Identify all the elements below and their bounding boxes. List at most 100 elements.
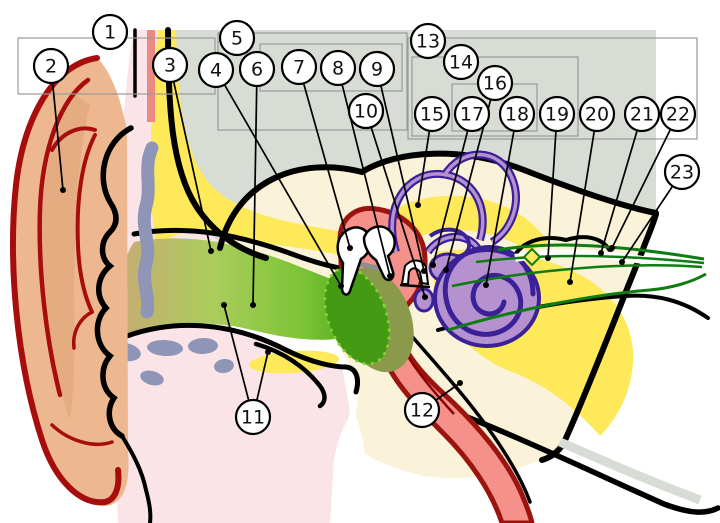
leader-dot-11 [265,349,271,355]
leader-line-11 [223,304,254,418]
concha-hook [71,310,94,350]
callout-circle-18 [498,95,536,133]
leader-line-18 [485,113,518,286]
leader-dot-7 [347,245,353,251]
leader-dot-2 [60,187,66,193]
cochlear-nerve-sheath [447,272,707,332]
leader-dot-4 [338,283,344,289]
callout-18: 18 [498,95,536,133]
callout-circle-9 [358,50,396,88]
canal-bone-yellow [150,30,360,258]
outer-ear-layer [10,28,234,523]
leader-line-21 [600,113,643,254]
ear-canal-lumen [116,238,364,340]
antihelix-ridge [75,133,97,314]
lobule-crease [50,423,114,446]
callout-number-15: 15 [420,104,444,126]
callout-17: 17 [453,95,491,133]
leader-lines-layer [50,64,683,418]
antihelix-fork [50,126,97,152]
canal-floor-inner-outline [253,341,327,409]
stapes-footplate [399,283,431,289]
petrous-right-outline [539,211,659,463]
eardrum-dotted-ring [323,266,391,366]
cartilage-blob-4 [140,370,164,386]
helix-rim-outline [10,55,122,506]
pinna-shading [41,95,90,420]
callout-number-3: 3 [164,55,176,77]
callout-number-14: 14 [449,52,473,74]
group-box-labyrinth-group [411,56,579,137]
tragus-wavy-outline [94,125,134,439]
cartilage-blob-5 [214,358,234,374]
callout-circle-22 [659,95,697,133]
vestibular-nerve-line [475,254,705,265]
callout-7: 7 [280,48,318,86]
callout-number-9: 9 [371,59,383,81]
leader-line-9 [376,68,425,272]
canal-floor-outline [109,322,361,395]
callout-number-4: 4 [210,60,222,82]
callout-8: 8 [319,49,357,87]
callout-5: 5 [218,19,256,57]
callout-circle-16 [476,64,514,102]
facial-nerve-line [497,243,705,261]
leader-dot-23 [619,259,625,265]
leader-line-22 [611,113,679,249]
leader-dot-21 [598,250,604,256]
helix-inner-ridge [37,77,91,398]
callout-circle-14 [442,43,480,81]
leader-dot-17 [430,262,436,268]
callout-12: 12 [403,391,441,429]
callout-number-6: 6 [251,59,263,81]
callout-number-1: 1 [104,22,116,44]
callout-circle-20 [578,95,616,133]
callout-6: 6 [238,50,276,88]
leader-line-17 [432,113,473,266]
callout-number-22: 22 [666,104,690,126]
round-window [413,287,435,313]
callout-20: 20 [578,95,616,133]
leader-line-7 [298,66,351,249]
white-notch [330,412,367,523]
callout-22: 22 [659,95,697,133]
callout-circle-10 [347,92,385,130]
callout-number-19: 19 [545,104,569,126]
callout-number-21: 21 [630,104,654,126]
callout-circle-21 [623,95,661,133]
callout-number-7: 7 [293,57,305,79]
leader-line-19 [547,113,558,259]
leader-dot-8 [387,273,393,279]
leader-dot-22 [609,245,615,251]
leader-line-10 [365,110,426,298]
callout-circle-2 [32,47,70,85]
leader-line-4 [215,69,342,287]
gray-band-bottom-right [558,437,702,505]
callout-16: 16 [476,64,514,102]
leader-dot-16 [443,267,449,273]
eardrum [324,267,390,365]
callout-circle-19 [538,95,576,133]
leader-line-20 [569,113,598,283]
callout-circle-13 [409,22,447,60]
callout-circle-11 [234,398,272,436]
leader-line-6 [252,68,258,306]
callout-circle-8 [319,49,357,87]
leader-dot-19 [545,255,551,261]
ear-entrance-cartilage-worm [137,141,159,319]
callout-circle-6 [238,50,276,88]
eustachian-tube-black-edge [408,332,532,504]
callout-number-13: 13 [416,31,440,53]
callout-2: 2 [32,47,70,85]
callout-4: 4 [197,51,235,89]
leader-dot-9 [421,268,427,274]
callout-11: 11 [234,398,272,436]
leader-dot-11 [221,302,227,308]
leader-line-8 [337,67,391,277]
leader-dot-20 [567,279,573,285]
callout-circle-7 [280,48,318,86]
callout-circle-1 [91,13,129,51]
